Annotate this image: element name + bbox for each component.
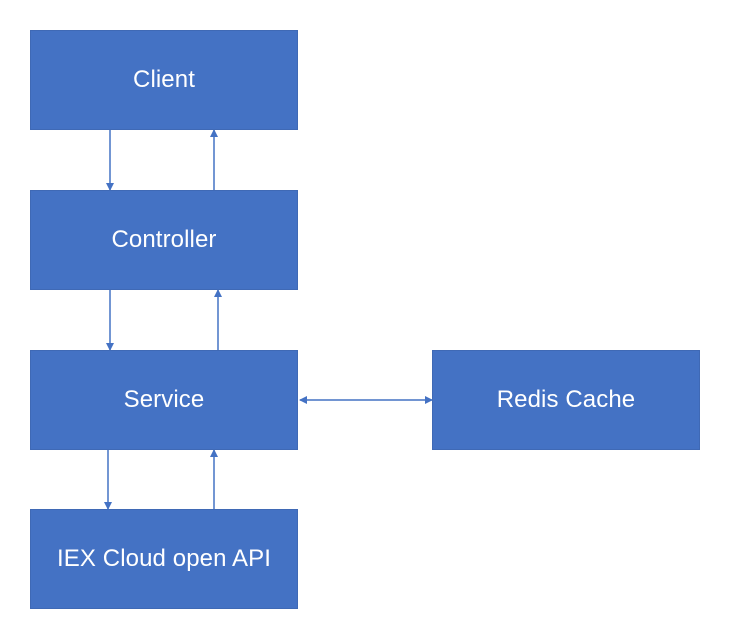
controller-label: Controller (111, 226, 217, 253)
controller-box: Controller (30, 190, 298, 290)
iex-cloud-api-box: IEX Cloud open API (30, 509, 298, 609)
service-box: Service (30, 350, 298, 450)
redis-cache-box: Redis Cache (432, 350, 700, 450)
client-box: Client (30, 30, 298, 130)
iex-cloud-api-label: IEX Cloud open API (57, 545, 271, 572)
redis-cache-label: Redis Cache (496, 386, 636, 413)
service-label: Service (123, 386, 205, 413)
client-label: Client (133, 66, 195, 93)
